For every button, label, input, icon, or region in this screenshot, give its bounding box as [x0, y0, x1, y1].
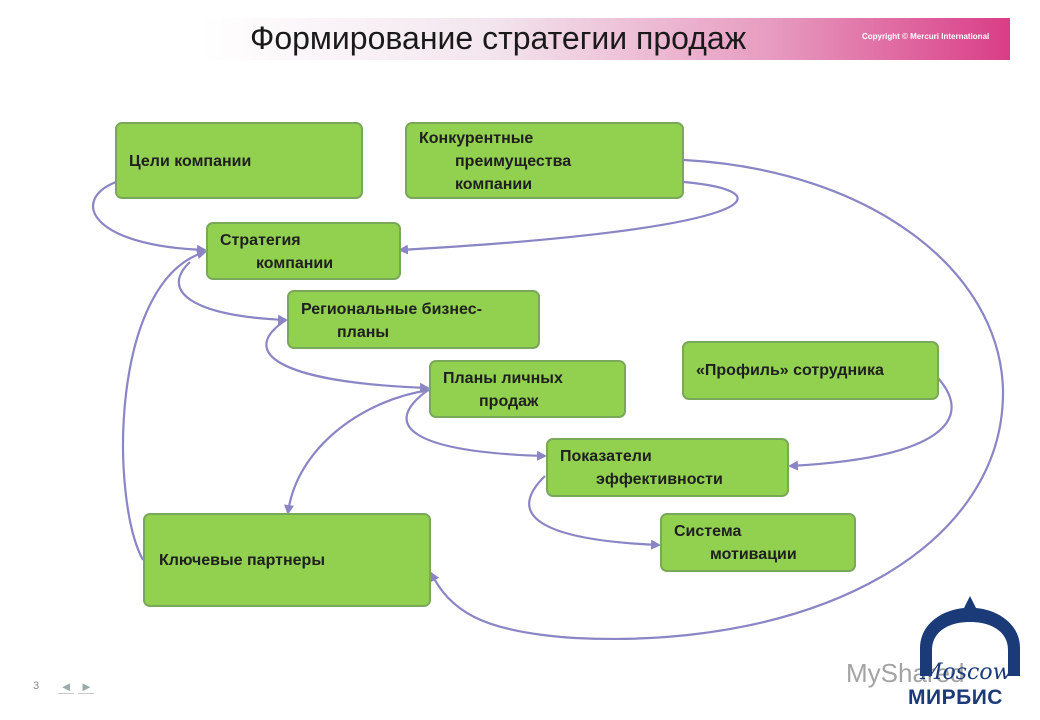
arrow-goals-to-strategy	[91, 180, 207, 255]
arrow-personal-to-kpi	[405, 389, 547, 461]
slide-title: Формирование стратегии продаж	[250, 20, 747, 56]
node-performance-indicators: Показатели эффективности	[546, 438, 789, 497]
node-employee-profile-line1: «Профиль» сотрудника	[696, 362, 884, 379]
node-regional-business-plans: Региональные бизнес- планы	[287, 290, 540, 349]
title-band	[60, 18, 1010, 60]
page-number: 3	[33, 680, 40, 692]
node-motivation-system-line1: Система	[674, 523, 742, 540]
node-regional-business-plans-line2: планы	[337, 324, 390, 341]
arrow-strategy-to-regional	[177, 261, 288, 325]
logo-script-text: Moscow	[920, 660, 1012, 685]
logo-text: МИРБИС	[908, 686, 1003, 709]
node-personal-sales-plans: Планы личных продаж	[429, 360, 626, 418]
node-key-partners-line1: Ключевые партнеры	[159, 552, 325, 569]
node-motivation-system: Система мотивации	[660, 513, 856, 572]
node-competitive-advantages-line2: преимущества	[455, 153, 572, 170]
arrow-personal-to-partners	[284, 388, 431, 515]
node-company-goals-line1: Цели компании	[129, 153, 252, 170]
arrow-regional-to-personal	[265, 319, 430, 393]
node-company-strategy-line2: компании	[256, 255, 334, 272]
arrow-profile-to-kpi	[788, 377, 953, 471]
node-key-partners: Ключевые партнеры	[143, 513, 431, 607]
slide-navigation: ◄ ►	[58, 678, 94, 696]
node-competitive-advantages-line1: Конкурентные	[419, 130, 534, 147]
node-performance-indicators-line1: Показатели	[560, 448, 652, 465]
node-competitive-advantages: Конкурентные преимущества компании	[405, 122, 684, 199]
arrow-competitive-to-strategy	[398, 180, 739, 255]
next-slide-icon[interactable]: ►	[80, 679, 93, 694]
node-personal-sales-plans-line1: Планы личных	[443, 370, 563, 387]
node-personal-sales-plans-line2: продаж	[479, 393, 539, 410]
node-competitive-advantages-line3: компании	[455, 176, 533, 193]
watermark: MyShared	[846, 658, 965, 688]
copyright-notice: Copyright © Mercuri International	[862, 32, 990, 41]
arrow-competitive-to-partners	[430, 158, 1005, 640]
node-motivation-system-line2: мотивации	[710, 546, 797, 563]
node-performance-indicators-line2: эффективности	[596, 471, 723, 488]
mirbis-dome-logo	[920, 596, 1020, 676]
node-employee-profile: «Профиль» сотрудника	[682, 341, 939, 400]
prev-slide-icon[interactable]: ◄	[59, 679, 73, 694]
arrow-partners-to-strategy	[122, 249, 207, 561]
arrow-kpi-to-motivation	[528, 475, 661, 550]
node-company-strategy-line1: Стратегия	[220, 232, 301, 249]
node-regional-business-plans-line1: Региональные бизнес-	[301, 301, 482, 318]
node-company-goals: Цели компании	[115, 122, 363, 199]
node-company-strategy: Стратегия компании	[206, 222, 401, 280]
